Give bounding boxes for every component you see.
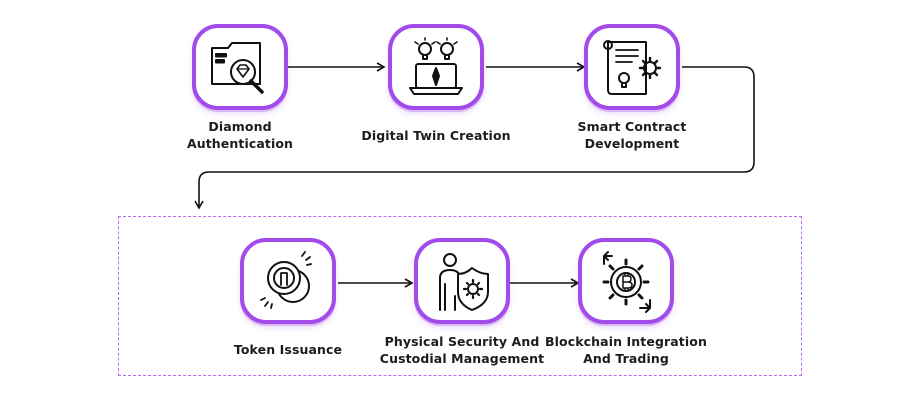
- step-node-diamond-authentication: [192, 24, 288, 110]
- token-coins-icon: [260, 251, 312, 309]
- step-label-physical-security: Physical Security And Custodial Manageme…: [379, 334, 545, 366]
- step-node-smart-contract-development: [584, 24, 680, 110]
- step-label-smart-contract-development: Smart Contract Development: [577, 119, 687, 151]
- dashed-group-frame: [118, 216, 802, 376]
- step-node-physical-security: [414, 238, 510, 324]
- step-node-token-issuance: [240, 238, 336, 324]
- arrow-3-to-4-wrap: [194, 66, 755, 210]
- step-label-token-issuance: Token Issuance: [233, 342, 343, 357]
- step-label-blockchain-integration: Blockchain Integration And Trading: [545, 334, 707, 366]
- laptop-lightbulbs-icon: [409, 37, 463, 95]
- diamond-folder-magnifier-icon: [211, 42, 264, 94]
- step-node-digital-twin-creation: [388, 24, 484, 110]
- step-label-digital-twin-creation: Digital Twin Creation: [361, 128, 511, 143]
- person-shield-gear-icon: [439, 253, 489, 311]
- contract-scroll-gear-icon: [603, 40, 662, 95]
- step-node-blockchain-integration: [578, 238, 674, 324]
- bitcoin-gear-arrows-icon: [602, 251, 651, 313]
- step-label-diamond-authentication: Diamond Authentication: [186, 119, 294, 151]
